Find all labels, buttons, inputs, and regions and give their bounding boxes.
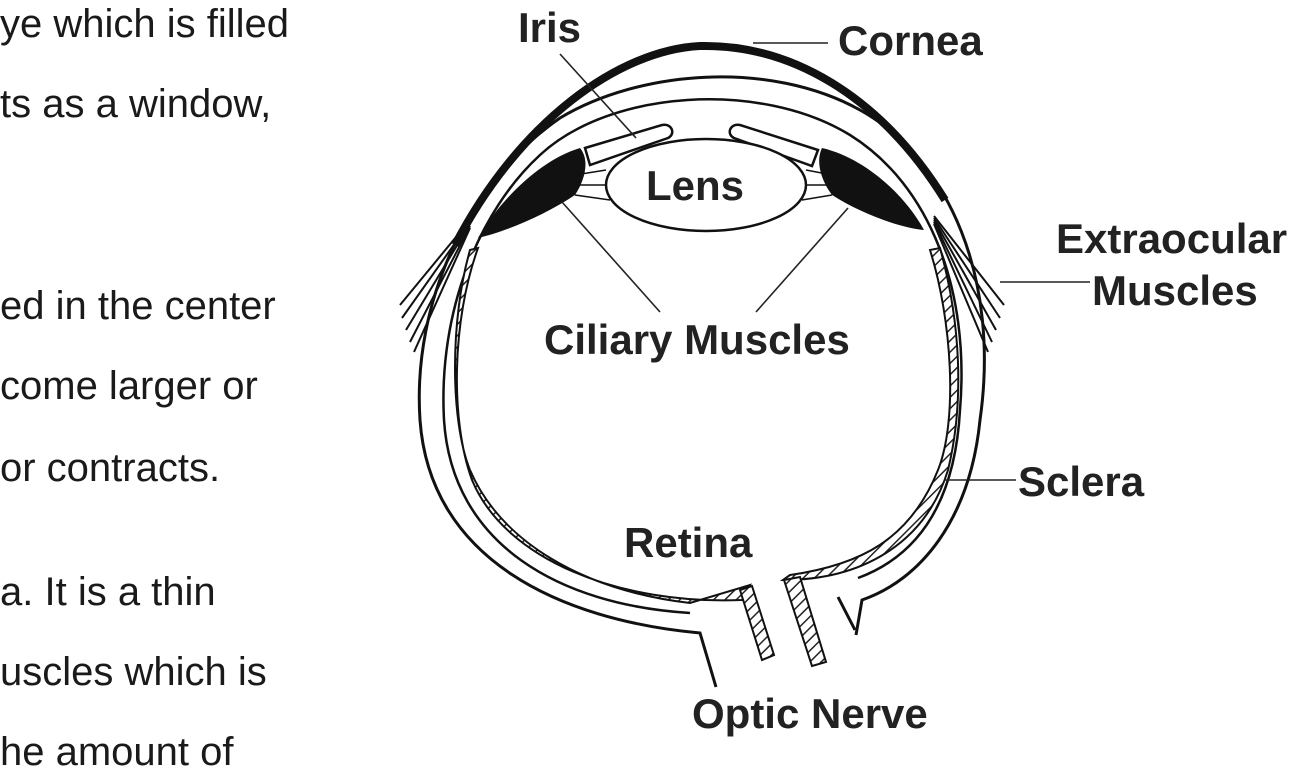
label-optic-nerve: Optic Nerve bbox=[692, 690, 928, 737]
label-cornea: Cornea bbox=[838, 17, 983, 64]
iris-left bbox=[583, 123, 674, 167]
text-line-4: come larger or bbox=[0, 364, 258, 408]
label-extraocular-line2: Muscles bbox=[1092, 267, 1258, 314]
sclera-outer bbox=[417, 75, 986, 688]
text-line-5: or contracts. bbox=[0, 446, 221, 490]
text-line-8: he amount of bbox=[0, 730, 234, 769]
sclera-inner bbox=[442, 98, 963, 615]
iris-right bbox=[728, 123, 820, 168]
iris-leader bbox=[559, 53, 637, 139]
optic-nerve-right bbox=[782, 575, 828, 668]
ciliary-body-left bbox=[478, 148, 586, 238]
text-line-2: ts as a window, bbox=[0, 82, 272, 126]
label-ciliary-muscles: Ciliary Muscles bbox=[544, 316, 850, 363]
article-text-fragment: ye which is filled ts as a window, ed in… bbox=[0, 0, 340, 769]
ciliary-leader-left bbox=[561, 201, 661, 313]
retina-band-right bbox=[779, 246, 960, 582]
ciliary-leader-right bbox=[755, 207, 849, 313]
text-line-6: a. It is a thin bbox=[0, 570, 216, 614]
text-line-7: uscles which is bbox=[0, 650, 267, 694]
label-extraocular-line1: Extraocular bbox=[1056, 215, 1287, 262]
label-retina: Retina bbox=[624, 519, 753, 566]
zonule-fibers bbox=[574, 169, 833, 201]
label-sclera: Sclera bbox=[1018, 458, 1145, 505]
label-lens: Lens bbox=[646, 162, 744, 209]
retina-band bbox=[454, 246, 753, 605]
text-line-3: ed in the center bbox=[0, 284, 276, 328]
text-line-1: ye which is filled bbox=[0, 2, 290, 46]
label-iris: Iris bbox=[518, 4, 581, 51]
cornea bbox=[451, 41, 949, 247]
ciliary-body-right bbox=[819, 148, 924, 230]
leader-lines bbox=[559, 42, 1090, 481]
optic-nerve-left bbox=[738, 584, 776, 662]
